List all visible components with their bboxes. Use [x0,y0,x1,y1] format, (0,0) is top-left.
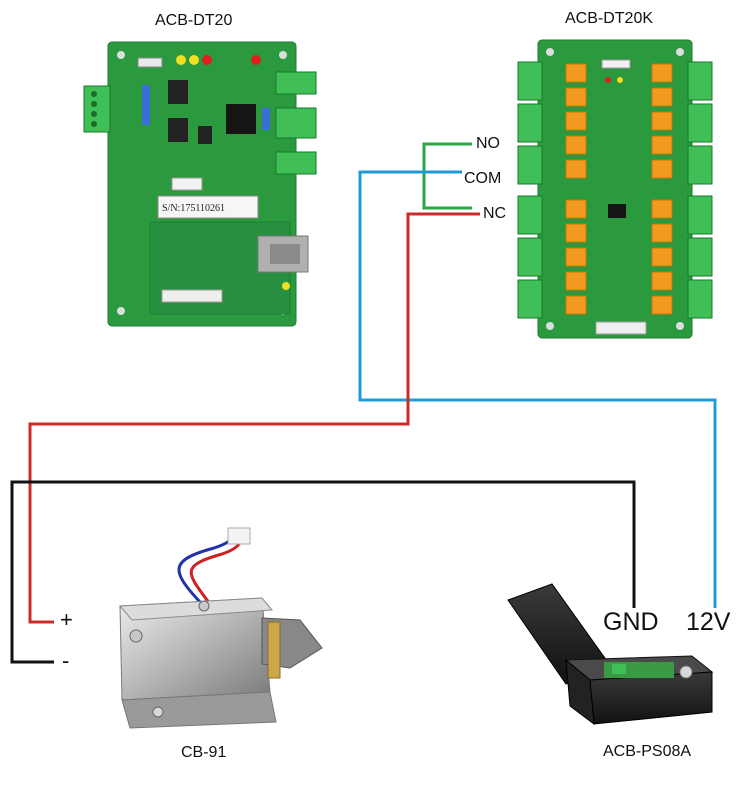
capacitor [262,108,270,130]
wire-nc [28,212,480,624]
psu-terminal [612,664,626,674]
controller-terminal-left [83,85,111,133]
relay-board-name: ACB-DT20K [565,10,654,27]
relay-board [517,39,713,339]
wire-com [358,170,717,608]
fuse [137,57,163,68]
power-supply-device [507,583,714,726]
capacitor [198,126,212,144]
screw [152,706,164,718]
lock-connector [227,527,251,545]
relay-modules [565,63,673,315]
terminal-nc-label: NC [483,205,507,222]
barcode-label [161,289,223,303]
controller-terminal-right-3 [275,151,317,175]
header-connector [171,177,203,191]
controller-terminal-right-1 [275,71,317,95]
lock-device [118,527,323,729]
lock-plus-label: + [60,607,73,632]
relay-terminals-right [687,61,713,319]
ethernet-jack [270,244,300,264]
led-red [605,77,611,83]
psu-12v-label: 12V [686,608,731,636]
lock-minus-label: - [62,648,70,673]
relay-black [226,104,256,134]
psu-capacitor [679,665,693,679]
led-yellow [176,55,186,65]
wire-no [422,142,472,210]
screw [129,629,143,643]
regulator-chip [168,118,188,142]
controller-board: S/N:175110261 [83,41,317,327]
led-yellow [617,77,623,83]
serial-number: S/N:175110261 [162,203,225,214]
relay-header-connector [601,59,631,69]
wire-gnd [10,480,636,664]
serial-sticker [157,195,259,219]
screw [198,600,210,612]
led-yellow [282,282,290,290]
lock-name: CB-91 [181,744,227,761]
psu-gnd-label: GND [603,608,659,636]
led-red [251,55,261,65]
controller-name: ACB-DT20 [155,12,233,29]
terminal-no-label: NO [476,135,500,152]
psu-name: ACB-PS08A [603,743,692,760]
relay-barcode-label [595,321,647,335]
led-yellow [189,55,199,65]
controller-terminal-right-2 [275,107,317,139]
regulator-chip [168,80,188,104]
terminal-com-label: COM [464,170,502,187]
relay-terminals-left [517,61,543,319]
relay-ic-chip [608,204,626,218]
capacitor [142,85,150,125]
led-red [202,55,212,65]
lock-brass-plate [267,621,281,679]
